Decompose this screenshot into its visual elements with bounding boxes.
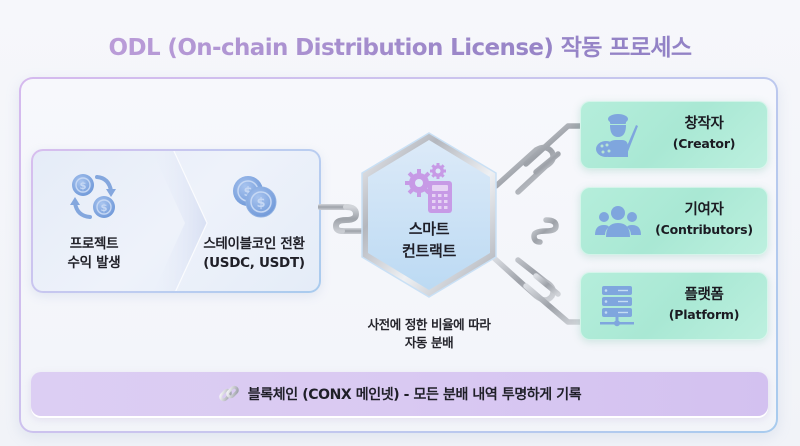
step-stablecoin-conversion: $ $ 스테이블코인 전환 (USDC, USDT) <box>189 169 319 273</box>
gears-calculator-icon <box>405 163 452 213</box>
step-label-line2: 수익 발생 <box>67 255 121 271</box>
caption-line2: 자동 분배 <box>404 335 454 350</box>
recipient-title: 창작자 <box>684 116 724 132</box>
group-icon <box>595 206 641 237</box>
svg-text:$: $ <box>101 203 108 214</box>
revenue-source-panel: $ $ 프로젝트 수익 발생 $ $ 스테이블코인 전환 <box>31 149 321 293</box>
step-project-revenue: $ $ 프로젝트 수익 발생 <box>39 169 149 273</box>
page-title: ODL (On-chain Distribution License) 작동 프… <box>0 28 800 62</box>
recipient-subtitle: (Creator) <box>672 136 736 151</box>
svg-text:$: $ <box>243 185 252 200</box>
recipient-card-contributors: 기여자 (Contributors) <box>580 187 768 255</box>
coins-icon: $ $ <box>233 176 277 218</box>
chain-links-right <box>489 123 584 325</box>
recipient-subtitle: (Contributors) <box>655 222 753 237</box>
smart-contract-label-line1: 스마트 <box>408 220 450 238</box>
smart-contract-hexagon: 스마트 컨트랙트 <box>360 131 498 299</box>
recipient-subtitle: (Platform) <box>668 307 740 322</box>
coin-cycle-icon: $ $ <box>70 174 116 219</box>
recipient-card-platform: 플랫폼 (Platform) <box>580 272 768 340</box>
smart-contract-label-line2: 컨트랙트 <box>401 242 456 260</box>
artist-icon <box>596 114 638 157</box>
svg-text:$: $ <box>80 181 87 192</box>
server-icon <box>600 286 634 327</box>
svg-text:$: $ <box>256 196 265 211</box>
chain-link-icon <box>219 385 239 402</box>
blockchain-record-bar: 블록체인 (CONX 메인넷) - 모든 분배 내역 투명하게 기록 <box>31 372 768 416</box>
recipient-title: 플랫폼 <box>684 287 724 303</box>
chevron-divider-icon <box>151 151 208 291</box>
step-label-line2: (USDC, USDT) <box>203 255 305 271</box>
recipient-title: 기여자 <box>684 202 724 218</box>
recipient-card-creator: 창작자 (Creator) <box>580 101 768 169</box>
chain-link-left <box>318 204 368 234</box>
caption-line1: 사전에 정한 비율에 따라 <box>367 317 491 332</box>
smart-contract-caption: 사전에 정한 비율에 따라 자동 분배 <box>340 316 518 352</box>
step-label-line1: 프로젝트 <box>69 236 119 252</box>
blockchain-record-text: 블록체인 (CONX 메인넷) - 모든 분배 내역 투명하게 기록 <box>247 387 582 403</box>
step-label-line1: 스테이블코인 전환 <box>203 236 305 252</box>
